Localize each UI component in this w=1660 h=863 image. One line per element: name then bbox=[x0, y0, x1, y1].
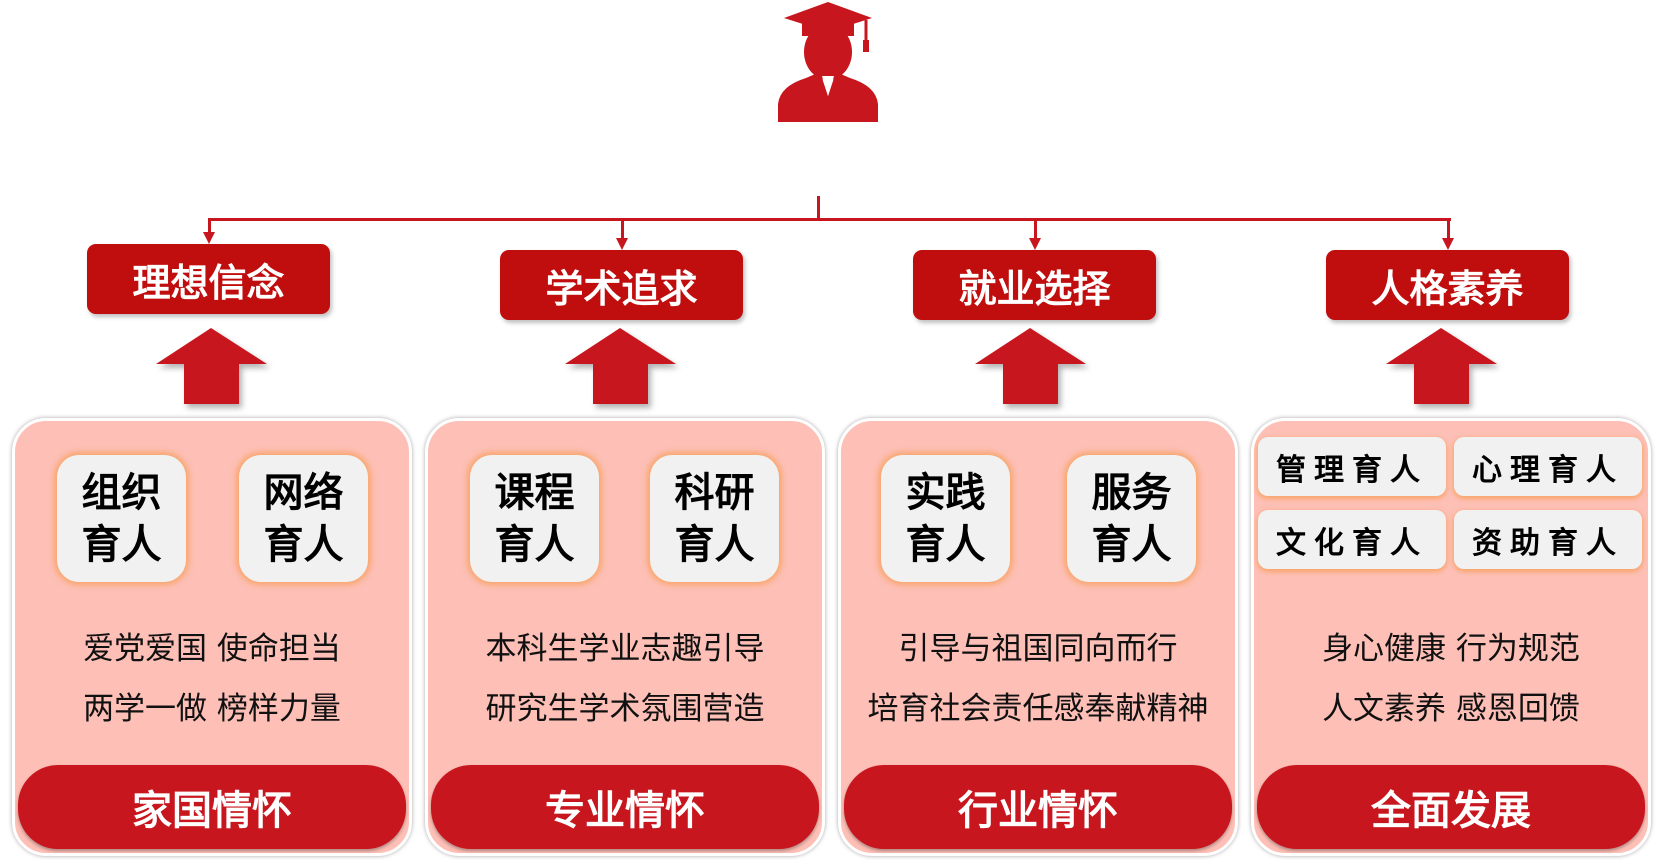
tile: 管理育人 bbox=[1258, 437, 1446, 496]
desc-line: 培育社会责任感奉献精神 bbox=[867, 691, 1209, 727]
up-arrow-icon bbox=[156, 328, 267, 404]
tile-label: 网络育人 bbox=[263, 469, 344, 568]
connector-trunk bbox=[817, 196, 820, 220]
footer-bar: 行业情怀 bbox=[844, 765, 1232, 849]
desc-line: 引导与祖国同向而行 bbox=[898, 631, 1178, 667]
connector-drop bbox=[208, 218, 211, 234]
desc-line: 两学一做 榜样力量 bbox=[83, 691, 341, 727]
desc-line: 身心健康 行为规范 bbox=[1322, 631, 1580, 667]
footer-bar: 家国情怀 bbox=[18, 765, 406, 849]
arrowhead-icon bbox=[616, 238, 628, 250]
tile: 实践育人 bbox=[881, 455, 1010, 582]
tile: 心理育人 bbox=[1454, 437, 1642, 496]
connector-drop bbox=[1447, 218, 1450, 240]
tile-label: 组织育人 bbox=[81, 469, 162, 568]
connector-drop bbox=[1034, 218, 1037, 240]
desc-line: 爱党爱国 使命担当 bbox=[83, 631, 341, 667]
card-industry: 实践育人 服务育人 引导与祖国同向而行 培育社会责任感奉献精神 行业情怀 bbox=[838, 418, 1238, 856]
tile-label: 课程育人 bbox=[494, 469, 575, 568]
arrowhead-icon bbox=[1442, 238, 1454, 250]
connector-horizontal bbox=[208, 218, 1451, 221]
desc-line: 本科生学业志趣引导 bbox=[485, 631, 765, 667]
tile: 课程育人 bbox=[470, 455, 599, 582]
up-arrow-icon bbox=[565, 328, 676, 404]
tile: 科研育人 bbox=[650, 455, 779, 582]
header-ideal-belief: 理想信念 bbox=[87, 244, 330, 314]
footer-bar: 专业情怀 bbox=[431, 765, 819, 849]
tile: 组织育人 bbox=[57, 455, 186, 582]
header-academic-pursuit: 学术追求 bbox=[500, 250, 743, 320]
card-all-round: 管理育人 心理育人 文化育人 资助育人 身心健康 行为规范 人文素养 感恩回馈 … bbox=[1251, 418, 1651, 856]
card-patriotism: 组织育人 网络育人 爱党爱国 使命担当 两学一做 榜样力量 家国情怀 bbox=[12, 418, 412, 856]
tile-label: 科研育人 bbox=[674, 469, 755, 568]
desc-line: 人文素养 感恩回馈 bbox=[1322, 691, 1580, 727]
graduate-icon bbox=[778, 2, 878, 122]
footer-bar: 全面发展 bbox=[1257, 765, 1645, 849]
arrowhead-icon bbox=[203, 232, 215, 244]
connector-drop bbox=[621, 218, 624, 240]
tile: 资助育人 bbox=[1454, 510, 1642, 569]
up-arrow-icon bbox=[1386, 328, 1497, 404]
desc-line: 研究生学术氛围营造 bbox=[485, 691, 765, 727]
tile: 文化育人 bbox=[1258, 510, 1446, 569]
header-personality: 人格素养 bbox=[1326, 250, 1569, 320]
card-professional: 课程育人 科研育人 本科生学业志趣引导 研究生学术氛围营造 专业情怀 bbox=[425, 418, 825, 856]
tile-label: 实践育人 bbox=[905, 469, 986, 568]
tile-label: 服务育人 bbox=[1091, 469, 1172, 568]
tile: 服务育人 bbox=[1067, 455, 1196, 582]
up-arrow-icon bbox=[975, 328, 1086, 404]
header-career-choice: 就业选择 bbox=[913, 250, 1156, 320]
arrowhead-icon bbox=[1029, 238, 1041, 250]
tile: 网络育人 bbox=[239, 455, 368, 582]
